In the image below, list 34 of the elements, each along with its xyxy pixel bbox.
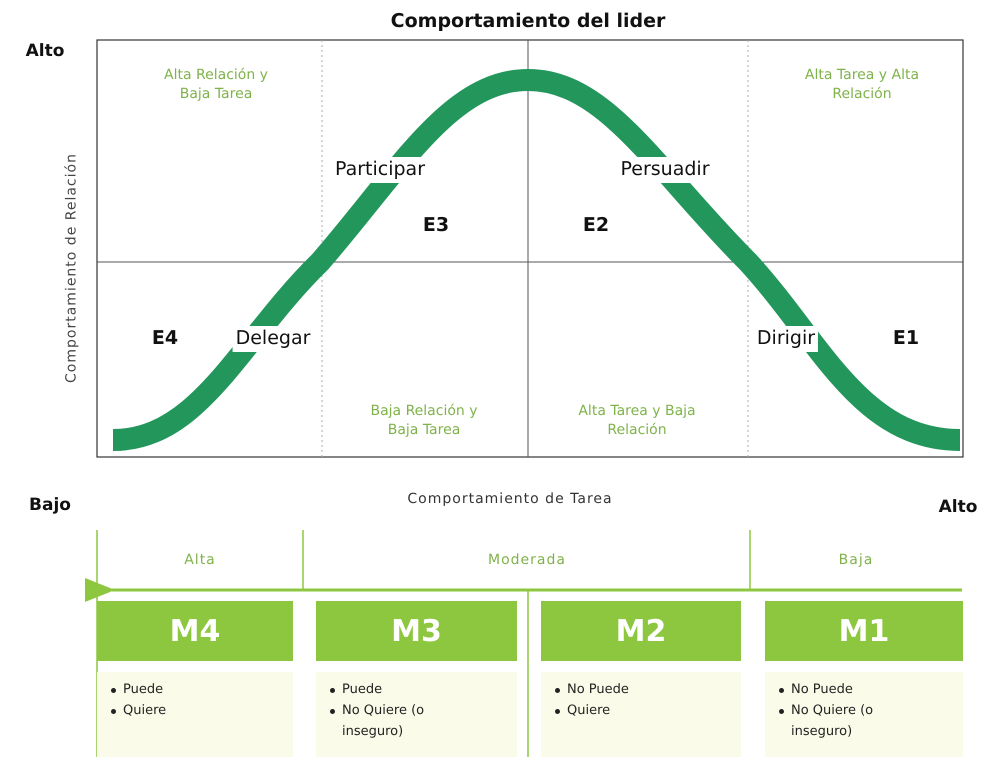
quadrant-label: Alta Tarea y Alta Relación [804,66,920,104]
style-label: Delegar [232,326,314,352]
level-box [541,601,741,661]
quadrant-label: Alta Tarea y Baja Relación [577,402,697,440]
quadrant-code: E3 [422,213,450,238]
quadrant-label: Baja Relación y Baja Tarea [369,402,479,440]
quadrant-label: Alta Relación y Baja Tarea [163,66,269,104]
column-header: Baja [838,551,874,570]
level-box [97,601,293,661]
axis-end-label: Alto [938,496,978,519]
column-header: Alta [184,551,216,570]
axis-end-label: Alto [26,40,64,63]
trait-item: No Quiere (o inseguro) [328,700,442,742]
level-code: M2 [616,614,666,648]
quadrant-code: E2 [582,213,610,238]
trait-item: Quiere [553,700,667,722]
level-code: M3 [391,614,442,648]
trait-item: No Puede [777,680,891,701]
axis-title: Comportamiento de Tarea [407,490,613,509]
trait-item: Quiere [109,700,223,722]
quadrant-code: E4 [152,326,178,351]
axis-title: Comportamiento de Relación [62,153,81,383]
level-code: M4 [170,614,220,648]
column-header: Moderada [488,551,566,570]
level-code: M1 [838,614,890,648]
level-box [765,601,963,661]
trait-item: No Puede [553,680,667,701]
axis-end-label: Bajo [29,494,71,517]
trait-item: No Quiere (o inseguro) [777,700,891,742]
quadrant-code: E1 [892,326,920,351]
diagram-title: Comportamiento del lider [390,10,666,32]
level-box [316,601,517,661]
trait-item: Puede [109,680,223,701]
trait-item: Puede [328,680,442,701]
